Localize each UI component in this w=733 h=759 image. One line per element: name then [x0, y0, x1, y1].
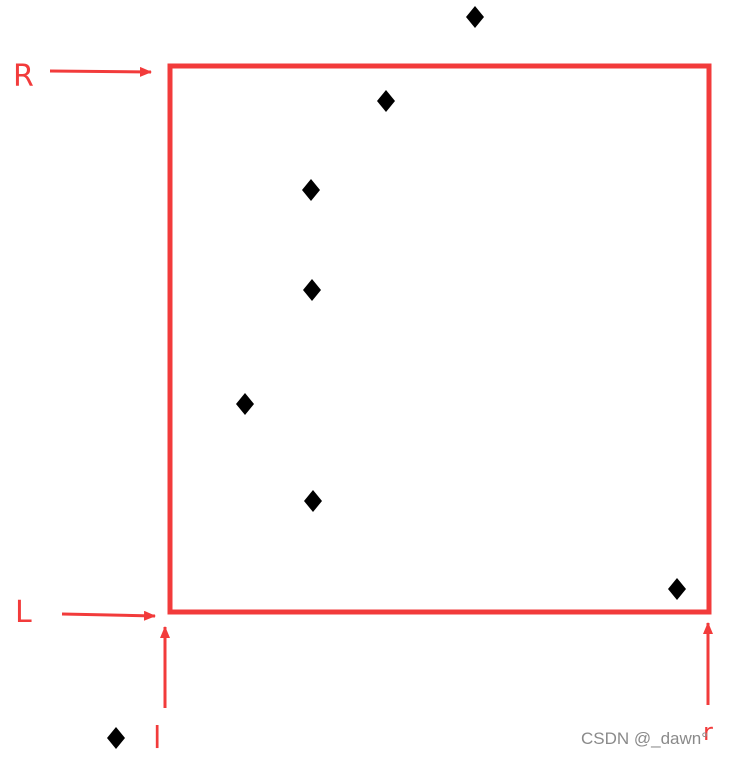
- right-bound-label-r: r: [703, 718, 713, 746]
- point-marker: [466, 6, 484, 28]
- points-layer: [107, 6, 686, 749]
- csdn-watermark: CSDN @_dawn°: [581, 729, 709, 748]
- point-marker: [107, 727, 125, 749]
- upper-bound-label-R: R: [13, 59, 34, 94]
- left-bound-label-l: l: [153, 721, 162, 756]
- arrow-to-L: [61, 610, 156, 621]
- point-marker: [668, 578, 686, 600]
- lower-bound-label-L: L: [15, 595, 32, 630]
- point-marker: [303, 279, 321, 301]
- arrow-to-R: [49, 66, 152, 77]
- query-region-box: [167, 63, 712, 615]
- point-marker: [302, 179, 320, 201]
- point-marker: [304, 490, 322, 512]
- point-marker: [236, 393, 254, 415]
- point-marker: [377, 90, 395, 112]
